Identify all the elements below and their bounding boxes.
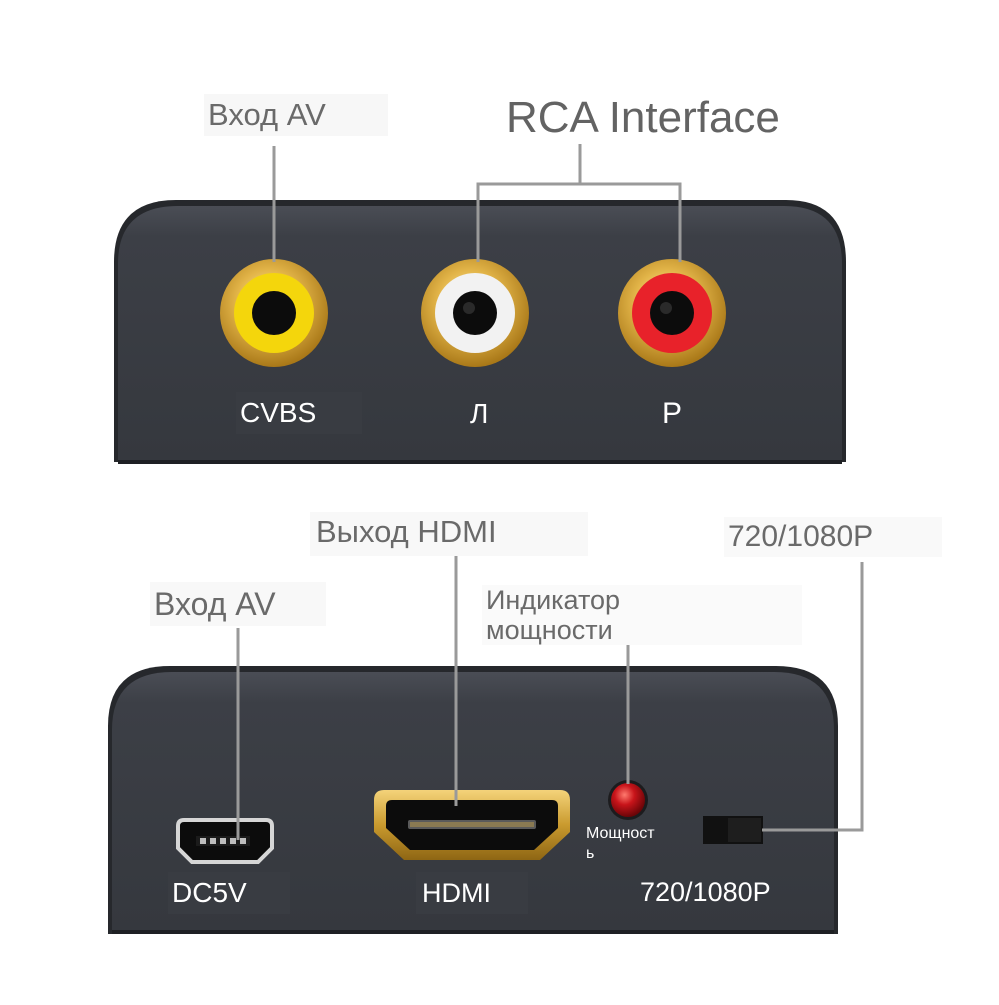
power-led-label-line2: ь [586, 845, 595, 862]
callout-power-indicator: Индикатор мощности [482, 585, 802, 645]
cvbs-label: CVBS [236, 392, 362, 434]
callout-hdmi-output: Выход HDMI [310, 512, 588, 556]
rca-white-port [421, 259, 529, 367]
power-led-label-line1: Мощност [586, 825, 655, 842]
switch-label: 720/1080P [640, 877, 771, 907]
left-channel-label: Л [470, 398, 489, 429]
callout-resolution: 720/1080P [724, 517, 942, 557]
power-led-label: Мощност ь [586, 824, 655, 864]
resolution-switch [703, 816, 763, 844]
mini-usb-port [176, 818, 274, 864]
callout-power-line2: мощности [486, 615, 613, 645]
rca-yellow-port [220, 259, 328, 367]
hdmi-port [374, 790, 570, 860]
dc5v-label: DC5V [168, 872, 290, 914]
callout-av-input-bottom: Вход AV [150, 582, 326, 626]
callout-power-line1: Индикатор [486, 585, 621, 615]
right-channel-label: P [662, 397, 683, 430]
power-led [608, 780, 648, 820]
top-leader-lines [272, 140, 682, 262]
hdmi-label: HDMI [416, 872, 528, 914]
bottom-leader-lines [236, 556, 864, 840]
callout-av-input-top: Вход AV [204, 94, 388, 136]
rca-red-port [618, 259, 726, 367]
callout-rca-interface: RCA Interface [506, 92, 780, 144]
